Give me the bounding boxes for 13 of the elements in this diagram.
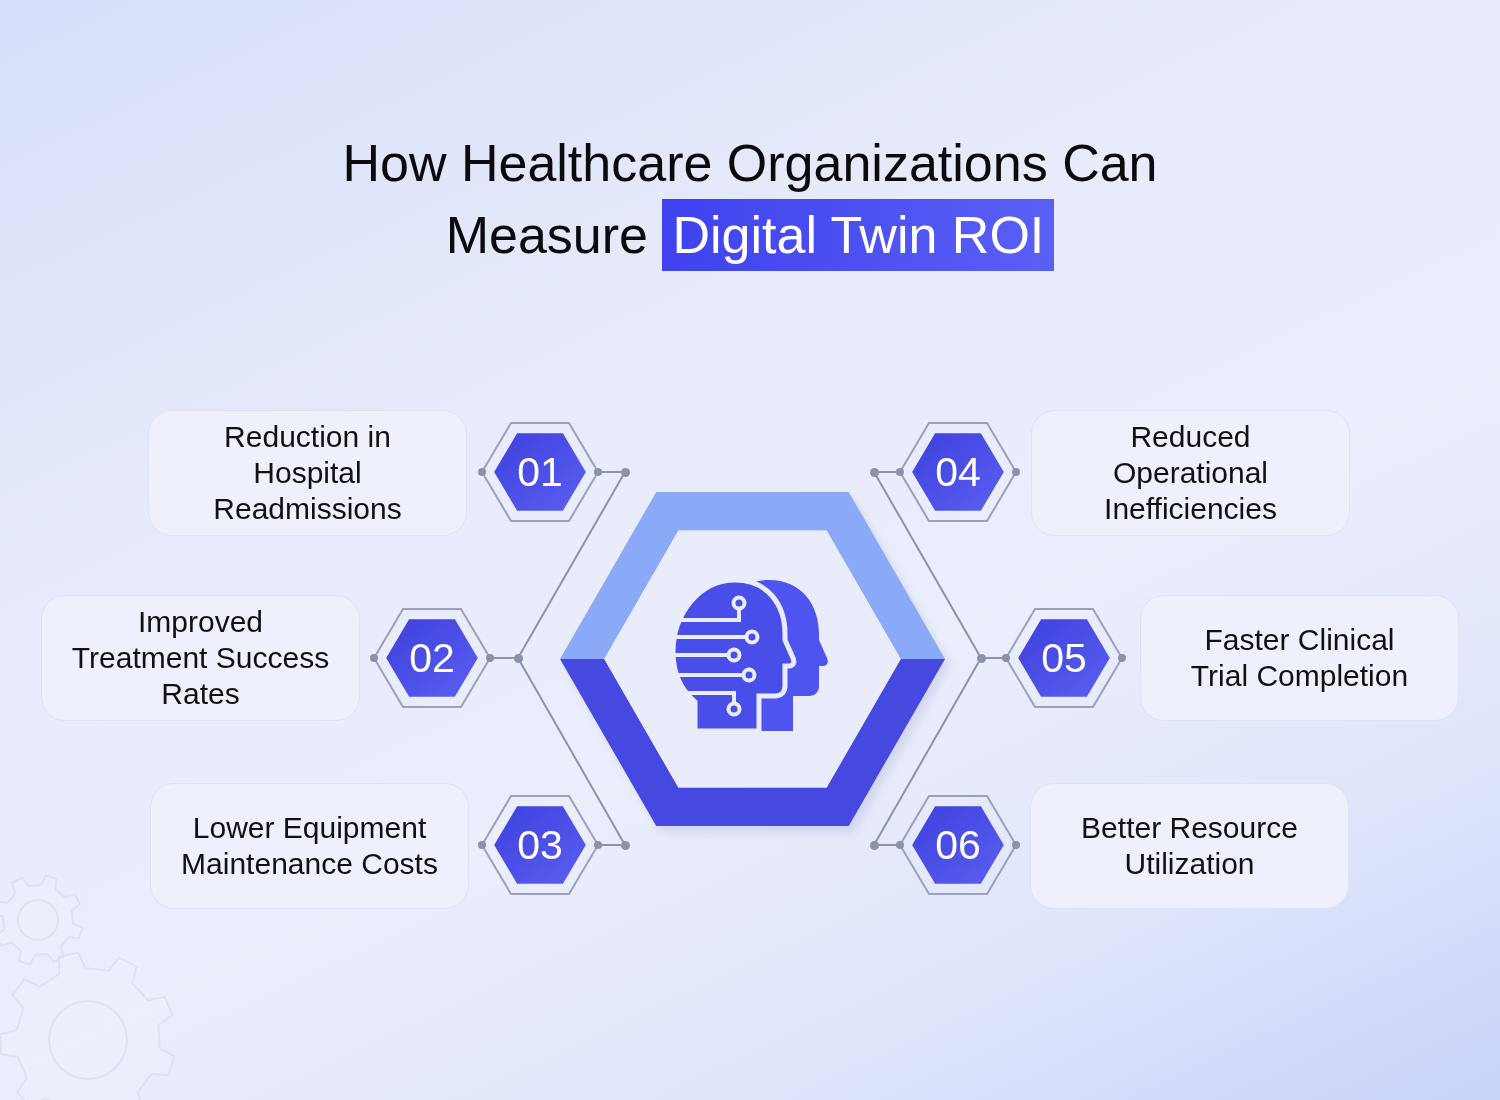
step-number: 06 [935, 822, 981, 868]
step-number: 03 [517, 822, 563, 868]
step-number: 01 [517, 449, 563, 495]
step-number: 05 [1041, 635, 1087, 681]
card-text: Lower Equipment Maintenance Costs [180, 810, 439, 882]
step-number: 02 [409, 635, 455, 681]
card-text: Improved Treatment Success Rates [70, 604, 331, 712]
card-text: Better Resource Utilization [1080, 810, 1299, 882]
step-number: 04 [935, 449, 981, 495]
title: How Healthcare Organizations Can Measure Digital Twin ROI [300, 127, 1200, 271]
card-text: Faster Clinical Trial Completion [1189, 622, 1410, 694]
card-text: Reduction in Hospital Readmissions [212, 419, 403, 527]
card-text: Reduced Operational Inefficiencies [1103, 419, 1278, 527]
